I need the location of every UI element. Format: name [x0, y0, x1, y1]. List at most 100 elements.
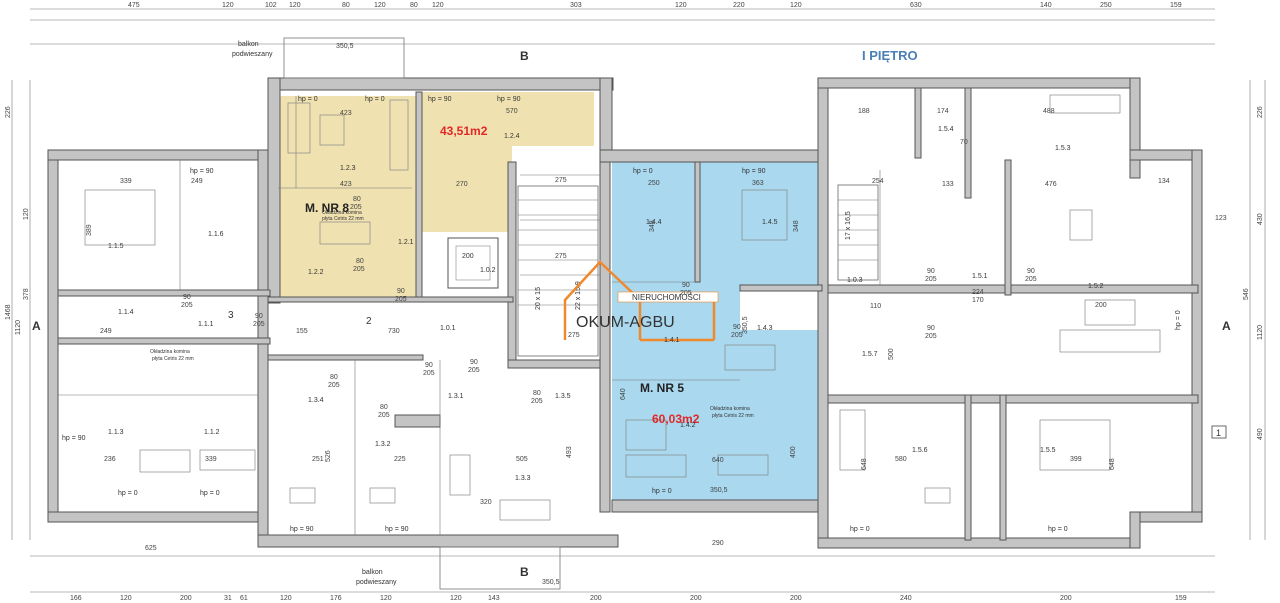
room-codes: 1.1.1 1.1.2 1.1.3 1.1.4 1.1.5 1.1.6 1.2.…: [108, 126, 1104, 482]
room-dim: 275: [555, 253, 567, 260]
door-height: 205: [378, 412, 390, 419]
room-code: 1.5.7: [862, 351, 878, 358]
dim-top: 120: [222, 2, 234, 9]
room-dim: 170: [972, 297, 984, 304]
dim-bottom: 61: [240, 595, 248, 602]
room-dimensions: 339 249 423 423 570 270 275 275 275 250 …: [86, 108, 1170, 506]
door-height: 205: [731, 332, 743, 339]
chimney-note: płyta Cetris 22 mm: [712, 413, 754, 419]
apartment-8-area: [278, 92, 594, 297]
room-dim: 320: [480, 499, 492, 506]
hp-label: hp = 0: [850, 526, 870, 533]
dim-bottom: 176: [330, 595, 342, 602]
elevator-shaft: 1.0.2 200: [447, 237, 499, 289]
interior-lines: [58, 96, 881, 535]
dim-top: 120: [289, 2, 301, 9]
room-code: 1.3.5: [555, 393, 571, 400]
stair-label: 20 x 15: [535, 287, 542, 310]
hp-label: hp = 0: [118, 490, 138, 497]
room-number: 2: [366, 316, 372, 327]
dim-bottom: 120: [380, 595, 392, 602]
dim-right: 490: [1257, 428, 1264, 440]
door-height: 205: [395, 296, 407, 303]
height-labels: hp = 0 hp = 0 hp = 90 hp = 90 hp = 90 hp…: [62, 96, 1182, 533]
dim-top: 80: [342, 2, 350, 9]
room-code: 1.1.5: [108, 243, 124, 250]
room-dim: 133: [942, 181, 954, 188]
hp-label: hp = 90: [497, 96, 521, 103]
dim-left: 1120: [15, 320, 22, 335]
room-dim: 640: [620, 388, 627, 400]
room-code: 1.2.3: [340, 165, 356, 172]
dim-top: 630: [910, 2, 922, 9]
door-height: 205: [925, 276, 937, 283]
grid-mark: 1: [1216, 428, 1221, 438]
balconies: balkon podwieszany balkon podwieszany 35…: [232, 37, 561, 590]
room-code: 1.2.1: [398, 239, 414, 246]
room-code: 1.1.2: [204, 429, 220, 436]
room-dim: 423: [340, 181, 352, 188]
floor-title: I PIĘTRO: [862, 48, 918, 63]
door-height: 205: [531, 398, 543, 405]
dim-bottom: 240: [900, 595, 912, 602]
dim-bottom: 200: [180, 595, 192, 602]
room-code: 1.1.1: [198, 321, 214, 328]
room-dim: 400: [790, 446, 797, 458]
dim-bottom: 200: [1060, 595, 1072, 602]
balcony-label: podwieszany: [232, 51, 273, 58]
room-dim: 254: [872, 178, 884, 185]
door-width: 90: [470, 359, 478, 366]
room-dim: 350,5: [710, 487, 728, 494]
dim-top: 102: [265, 2, 277, 9]
dim-bottom: 200: [790, 595, 802, 602]
dim-top: 303: [570, 2, 582, 9]
room-dim: 339: [205, 456, 217, 463]
top-dimension-line: 475 120 102 120 80 120 80 120 303 120 22…: [30, 2, 1215, 45]
dim-bottom: 120: [280, 595, 292, 602]
door-height: 205: [350, 204, 362, 211]
chimney-notes: Okładzina komina płyta Cetris 22 mm Okła…: [150, 210, 754, 419]
dim-top: 140: [1040, 2, 1052, 9]
balcony-label: podwieszany: [356, 579, 397, 586]
stair-label: 17 x 16,5: [845, 211, 852, 240]
dim-bottom: 200: [590, 595, 602, 602]
dim-top: 120: [432, 2, 444, 9]
watermark-main: OKUM-AGBU: [576, 314, 675, 331]
room-code: 1.0.1: [440, 325, 456, 332]
dim-top: 120: [374, 2, 386, 9]
door-width: 90: [682, 282, 690, 289]
hp-label: hp = 90: [385, 526, 409, 533]
door-width: 90: [1027, 268, 1035, 275]
room-code: 1.1.4: [118, 309, 134, 316]
door-height: 205: [423, 370, 435, 377]
room-code: 1.3.1: [448, 393, 464, 400]
section-marks: B B A A 1: [32, 49, 1231, 579]
room-dim: 174: [937, 108, 949, 115]
room-dim: 399: [1070, 456, 1082, 463]
dim-top: 220: [733, 2, 745, 9]
room-dim: 250: [648, 180, 660, 187]
hp-label: hp = 90: [742, 168, 766, 175]
door-width: 90: [425, 362, 433, 369]
dim-balcony: 350,5: [542, 579, 560, 586]
dim-bottom: 200: [690, 595, 702, 602]
room-dim: 339: [120, 178, 132, 185]
chimney-note: płyta Cetris 22 mm: [152, 356, 194, 362]
door-width: 90: [733, 324, 741, 331]
room-code: 1.5.1: [972, 273, 988, 280]
room-code: 1.4.4: [646, 219, 662, 226]
apartment-8-name: M. NR 8: [305, 201, 349, 215]
room-dim: 155: [296, 328, 308, 335]
room-dim: 500: [888, 348, 895, 360]
staircase: 17 x 16,5 20 x 15 22 x 15,9: [517, 184, 879, 357]
hp-label: hp = 0: [365, 96, 385, 103]
hp-label: hp = 0: [633, 168, 653, 175]
dim-bottom: 120: [450, 595, 462, 602]
room-dim: 363: [752, 180, 764, 187]
door-width: 80: [533, 390, 541, 397]
room-dim: 488: [1043, 108, 1055, 115]
door-width: 90: [183, 294, 191, 301]
dim-balcony: 350,5: [336, 43, 354, 50]
room-dim: 270: [456, 181, 468, 188]
dim-top: 120: [675, 2, 687, 9]
